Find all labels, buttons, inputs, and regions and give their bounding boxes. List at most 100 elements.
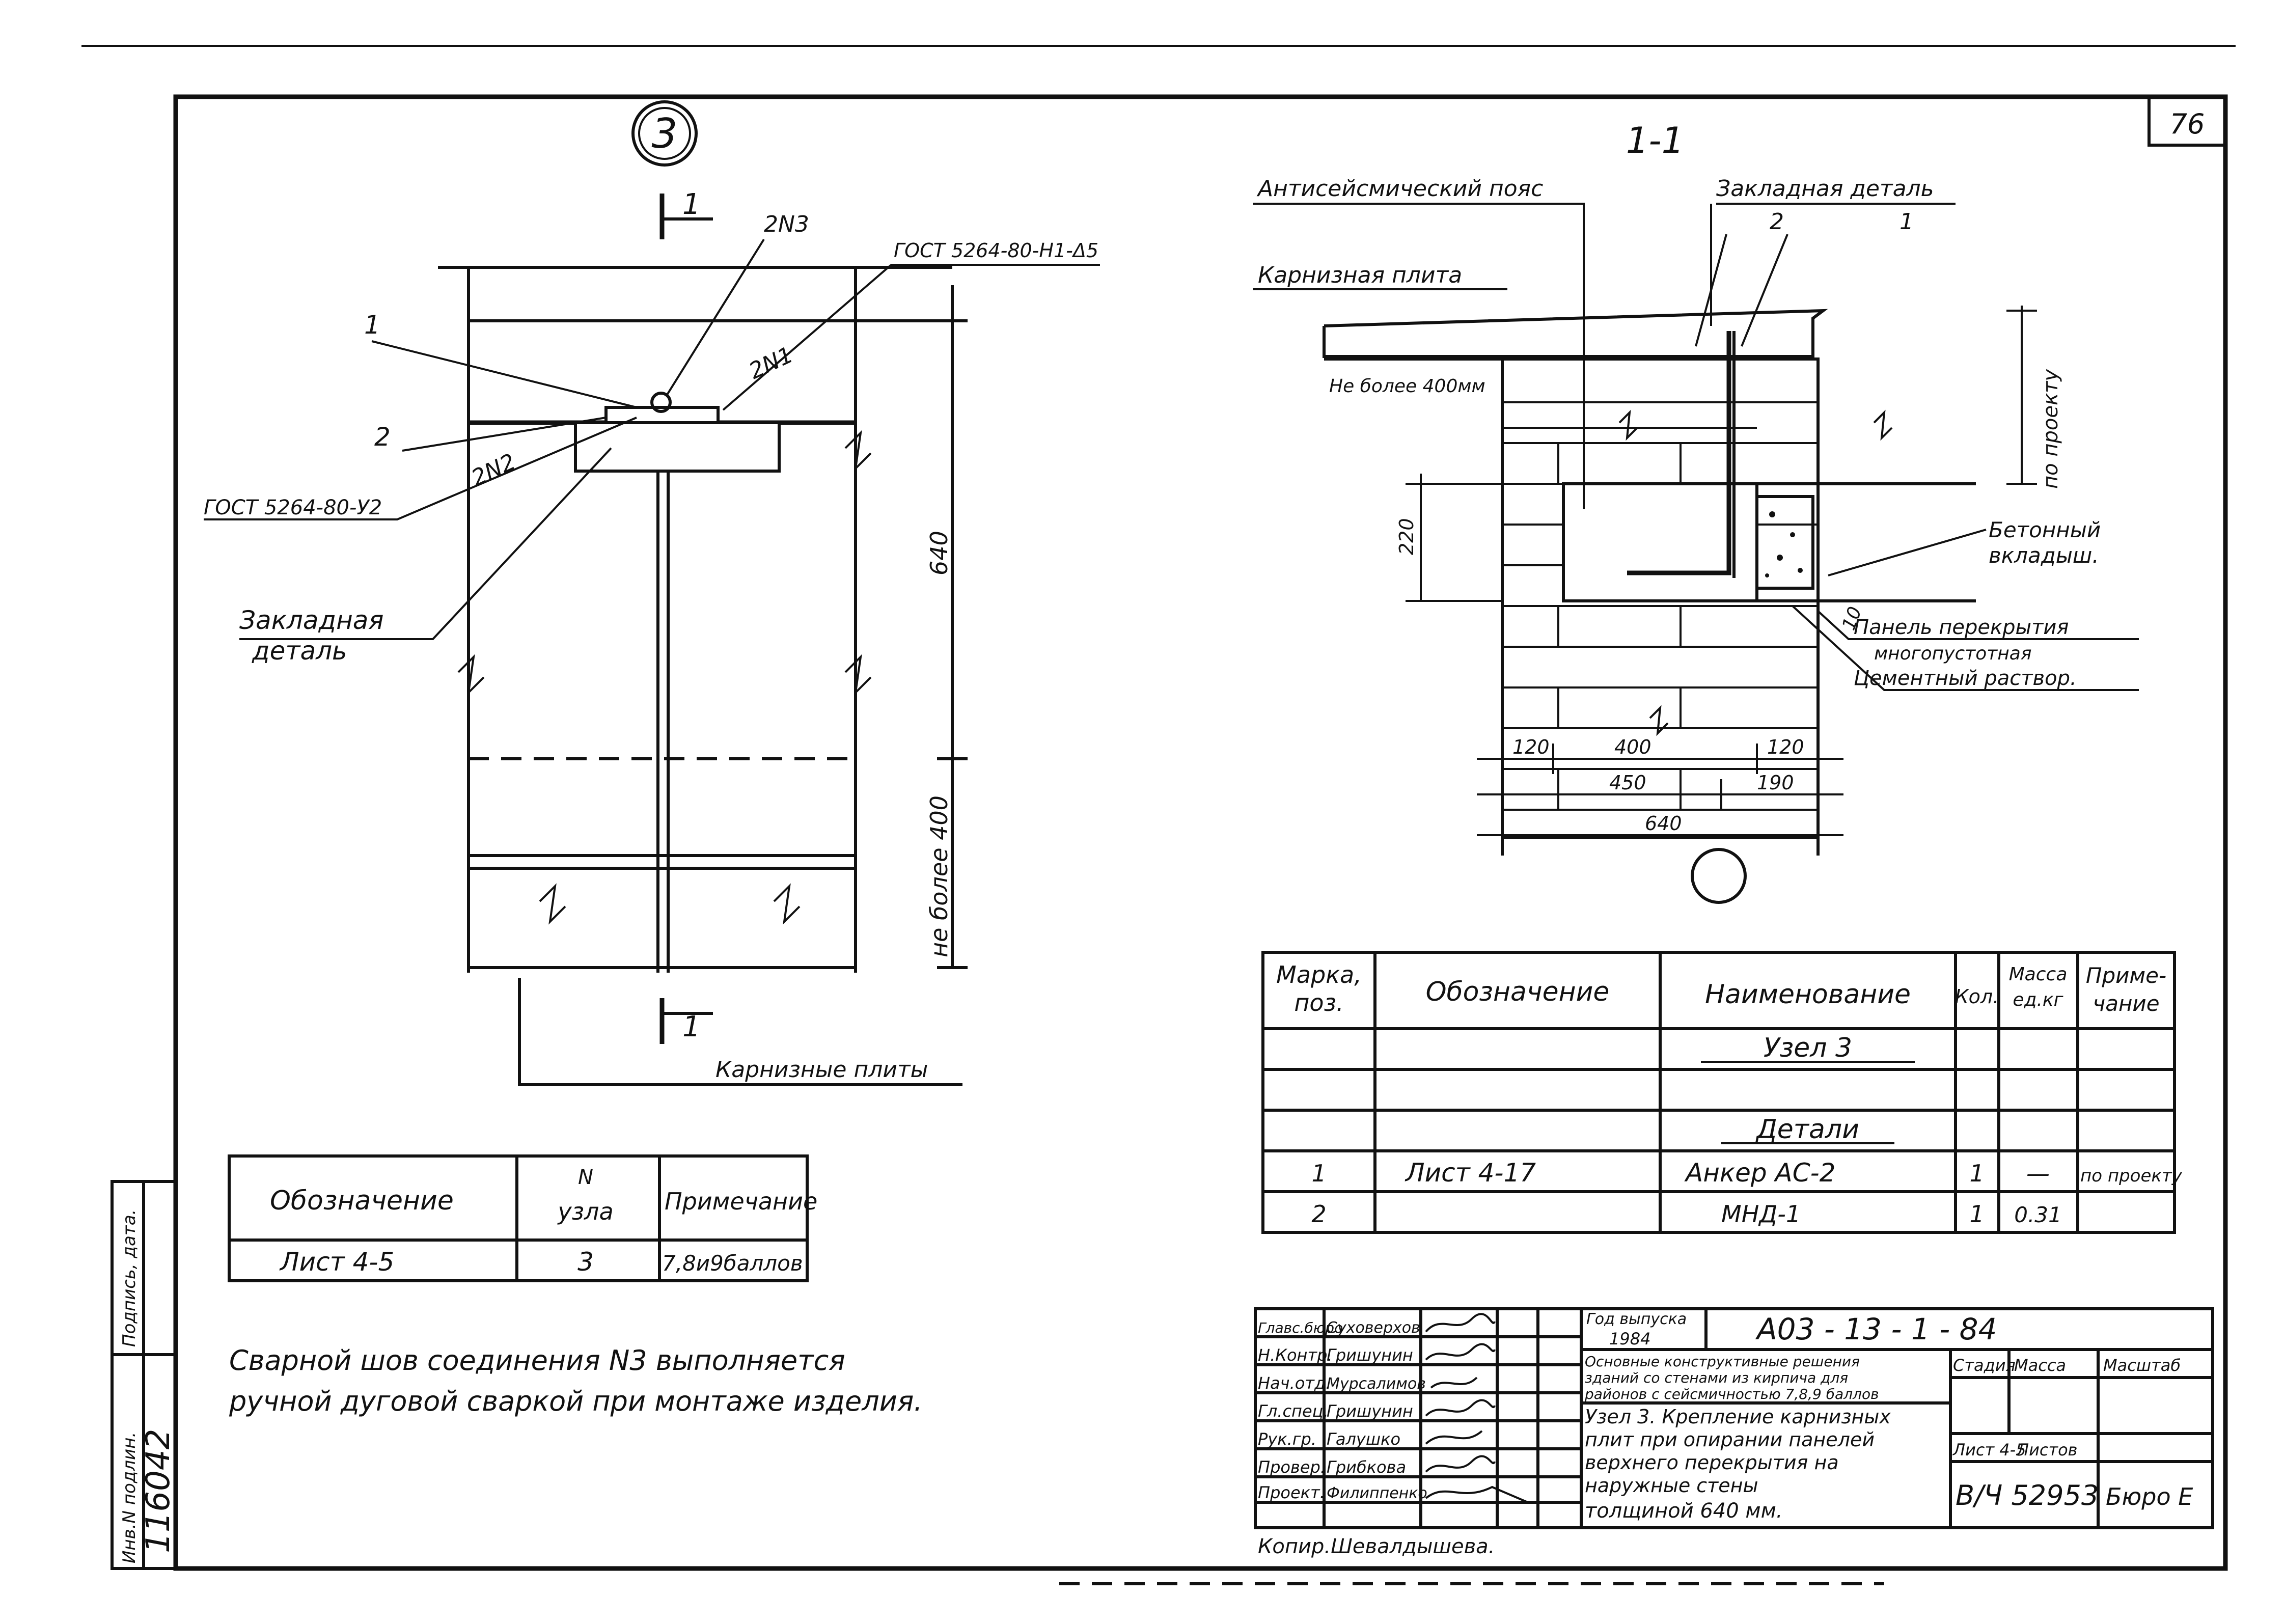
spec-header-mass-1: Масса bbox=[2009, 964, 2068, 985]
tb-role-2: Нач.отд. bbox=[1258, 1373, 1331, 1393]
tb-role-0: Главс.бюро bbox=[1258, 1319, 1343, 1336]
spec-header-name: Наименование bbox=[1705, 979, 1911, 1010]
tb-inv-number: В/Ч 52953 bbox=[1956, 1479, 2099, 1511]
side-stamp-sign: Подпись, дата. bbox=[119, 1209, 140, 1347]
panel-label-2: многопустотная bbox=[1874, 643, 2032, 664]
dim-120a: 120 bbox=[1512, 736, 1550, 758]
note-line-2: ручной дуговой сваркой при монтаже издел… bbox=[229, 1385, 923, 1417]
title-block bbox=[1254, 1307, 2214, 1529]
dim-640-sec: 640 bbox=[1645, 812, 1682, 835]
embedded-label-1: Закладная bbox=[239, 605, 383, 635]
ref-cell-note: 7,8и9баллов bbox=[662, 1251, 803, 1276]
concrete-label-2: вкладыш. bbox=[1989, 543, 2099, 568]
section-mark-bottom: 1 bbox=[682, 1010, 701, 1043]
by-project-label: по проекту bbox=[2039, 369, 2062, 489]
tb-desc-0: Основные конструктивные решения bbox=[1585, 1353, 1860, 1370]
gost-left: ГОСТ 5264-80-У2 bbox=[204, 496, 382, 519]
node-circle bbox=[631, 100, 698, 167]
spec-header-designation: Обозначение bbox=[1426, 977, 1610, 1007]
embedded-detail-label: Закладная деталь bbox=[1716, 176, 1934, 202]
max400-label: Не более 400мм bbox=[1329, 376, 1485, 397]
tb-title-4: толщиной 640 мм. bbox=[1585, 1499, 1782, 1523]
sheet-number: 76 bbox=[2170, 108, 2205, 140]
spec-r1-name: Анкер АС-2 bbox=[1684, 1158, 1835, 1188]
cornice-slab-label: Карнизная плита bbox=[1258, 262, 1462, 288]
spec-header-qty: Кол. bbox=[1955, 985, 1999, 1008]
dim-190: 190 bbox=[1757, 772, 1794, 794]
tb-role-4: Рук.гр. bbox=[1258, 1429, 1316, 1449]
embedded-label-2: деталь bbox=[252, 636, 347, 666]
pos-2: 2 bbox=[1770, 209, 1784, 235]
spec-r2-pos: 2 bbox=[1311, 1200, 1326, 1228]
panel-label-1: Панель перекрытия bbox=[1854, 616, 2069, 639]
signatures bbox=[1425, 1313, 1528, 1503]
ref-cell-sheet: Лист 4-5 bbox=[279, 1247, 394, 1277]
concrete-label-1: Бетонный bbox=[1989, 517, 2101, 542]
tb-sheets: Листов bbox=[2016, 1440, 2078, 1460]
tb-bureau: Бюро Е bbox=[2106, 1483, 2193, 1510]
tb-title-0: Узел 3. Крепление карнизных bbox=[1585, 1406, 1891, 1428]
node-number: 3 bbox=[652, 110, 678, 157]
dim-220: 220 bbox=[1395, 518, 1418, 555]
belt-label: Антисейсмический пояс bbox=[1256, 176, 1543, 202]
ref-header-n: N bbox=[578, 1166, 593, 1189]
tb-name-4: Галушко bbox=[1327, 1429, 1400, 1449]
tb-name-6: Филиппенко bbox=[1327, 1484, 1427, 1502]
tb-mass: Масса bbox=[2014, 1356, 2066, 1375]
spec-r1-pos: 1 bbox=[1311, 1160, 1326, 1187]
section-title: 1-1 bbox=[1626, 120, 1684, 161]
spec-section-details: Детали bbox=[1755, 1114, 1859, 1145]
spec-r1-designation: Лист 4-17 bbox=[1405, 1158, 1536, 1188]
spec-header-mark-2: поз. bbox=[1294, 989, 1343, 1016]
tb-name-3: Гришунин bbox=[1327, 1401, 1413, 1421]
spec-r1-note: по проекту bbox=[2080, 1166, 2183, 1186]
tb-name-1: Гришунин bbox=[1327, 1345, 1413, 1365]
pos-1: 1 bbox=[1899, 209, 1914, 235]
cornice-slabs-label: Карнизные плиты bbox=[715, 1057, 928, 1083]
spec-r2-name: МНД-1 bbox=[1721, 1200, 1801, 1228]
side-stamp bbox=[111, 1180, 177, 1570]
spec-header-mark-1: Марка, bbox=[1276, 961, 1362, 988]
section-mark-top: 1 bbox=[682, 188, 701, 221]
ref-header-note: Примечание bbox=[665, 1188, 817, 1215]
spec-header-mass-2: ед.кг bbox=[2013, 989, 2063, 1010]
tb-role-1: Н.Контр. bbox=[1258, 1345, 1333, 1365]
tb-role-5: Провер. bbox=[1258, 1457, 1326, 1477]
tb-desc-1: зданий со стенами из кирпича для bbox=[1585, 1369, 1848, 1386]
dim-120b: 120 bbox=[1767, 736, 1804, 758]
tb-doc-code: А03 - 13 - 1 - 84 bbox=[1755, 1312, 1997, 1346]
spec-r1-mass: — bbox=[2026, 1160, 2050, 1187]
tb-role-3: Гл.спец. bbox=[1258, 1401, 1329, 1421]
tb-name-0: Суховерхов bbox=[1327, 1319, 1420, 1337]
dim-400-left: не более 400 bbox=[925, 795, 953, 957]
node-drawing bbox=[204, 194, 1100, 1086]
mortar-label: Цементный раствор. bbox=[1854, 667, 2077, 690]
callout-2n1: 2N1 bbox=[745, 342, 797, 384]
spec-section-node: Узел 3 bbox=[1764, 1033, 1852, 1063]
tb-title-1: плит при опирании панелей bbox=[1585, 1428, 1875, 1451]
note-line-1: Сварной шов соединения N3 выполняется bbox=[229, 1344, 845, 1377]
tb-stage: Стадия bbox=[1953, 1356, 2016, 1375]
gost-top: ГОСТ 5264-80-Н1-Δ5 bbox=[894, 239, 1098, 262]
ref-header-node: узла bbox=[557, 1198, 613, 1225]
tb-year-label: Год выпуска bbox=[1586, 1310, 1687, 1328]
spec-r2-mass: 0.31 bbox=[2014, 1202, 2062, 1227]
callout-2: 2 bbox=[374, 422, 391, 452]
dim-640-left: 640 bbox=[925, 531, 953, 575]
tb-title-2: верхнего перекрытия на bbox=[1585, 1451, 1839, 1474]
ref-header-designation: Обозначение bbox=[270, 1186, 454, 1216]
callout-2n3: 2N3 bbox=[764, 211, 809, 237]
spec-table bbox=[1261, 951, 2176, 1234]
section-drawing bbox=[1253, 203, 2139, 904]
spec-header-note-1: Приме- bbox=[2086, 963, 2166, 988]
ref-cell-node: 3 bbox=[577, 1247, 594, 1277]
tb-name-5: Грибкова bbox=[1327, 1457, 1406, 1477]
tb-role-6: Проект. bbox=[1258, 1483, 1325, 1502]
tb-scale: Масштаб bbox=[2103, 1356, 2181, 1375]
tb-name-2: Мурсалимов bbox=[1327, 1375, 1426, 1393]
callout-2n2: 2N2 bbox=[467, 449, 519, 491]
tb-copied: Копир.Шевалдышева. bbox=[1258, 1535, 1495, 1558]
spec-header-note-2: чание bbox=[2093, 991, 2159, 1016]
tb-title-3: наружные стены bbox=[1585, 1474, 1758, 1497]
